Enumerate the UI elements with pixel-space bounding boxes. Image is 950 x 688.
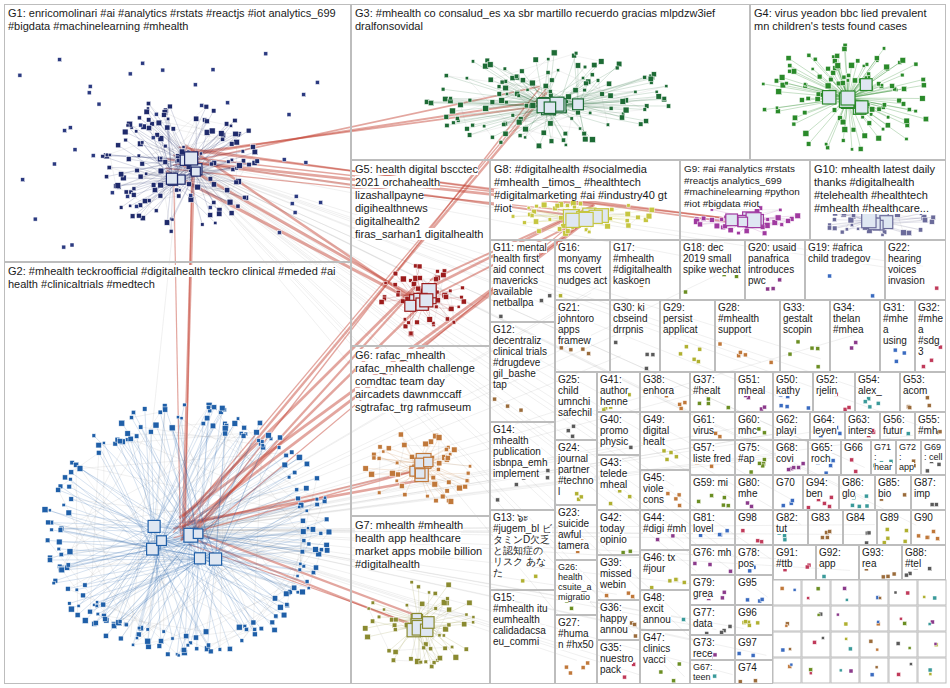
graph-canvas: G1: enricomolinari #ai #analytics #rstat… <box>0 0 950 688</box>
